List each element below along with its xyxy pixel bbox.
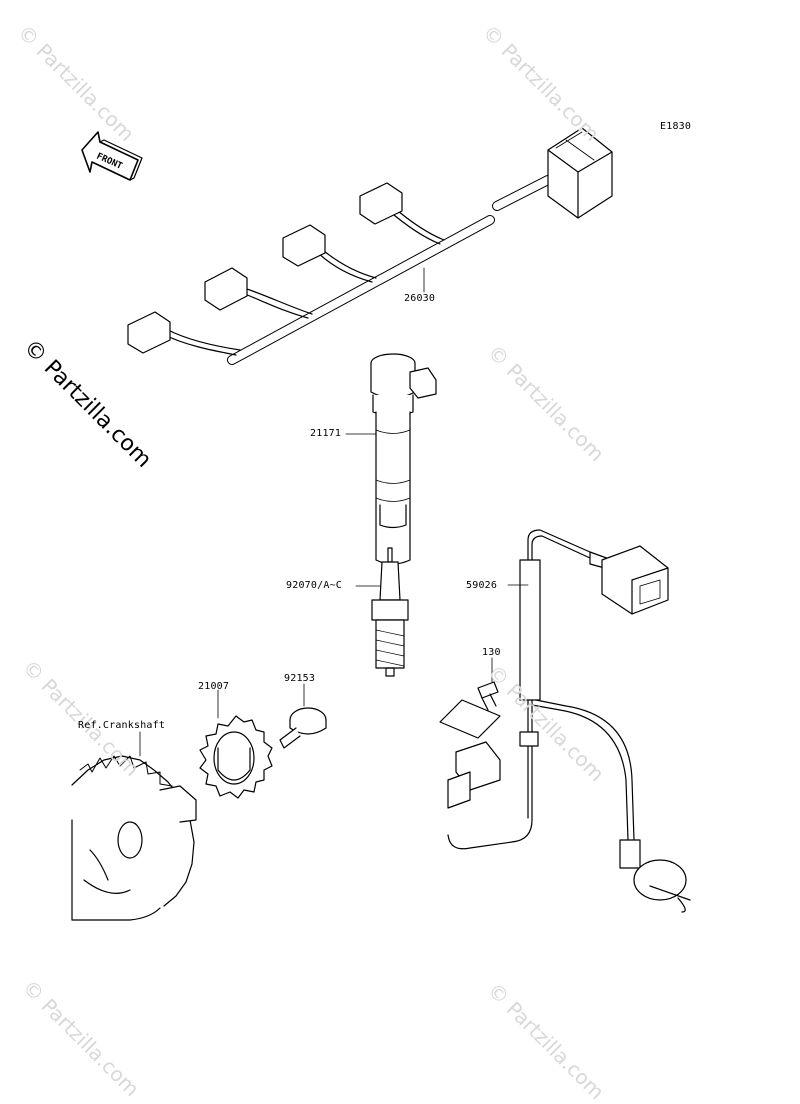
part-label-21171[interactable]: 21171 <box>310 428 342 439</box>
timing-rotor-21007 <box>199 715 273 799</box>
bolt-92153 <box>279 707 327 749</box>
front-arrow-icon <box>81 131 143 181</box>
diagram-code: E1830 <box>660 121 692 132</box>
reference-label: Ref.Crankshaft <box>78 720 166 731</box>
ignition-coil-21171 <box>370 353 437 565</box>
part-label-92070[interactable]: 92070/A~C <box>286 580 342 591</box>
wiring-harness-26030 <box>127 127 613 365</box>
crankshaft-reference <box>71 755 197 921</box>
sensor-harness-59026 <box>439 529 691 913</box>
part-label-59026[interactable]: 59026 <box>466 580 498 591</box>
part-label-92153[interactable]: 92153 <box>284 673 316 684</box>
parts-diagram: FRONT <box>71 127 691 921</box>
part-label-26030[interactable]: 26030 <box>404 293 436 304</box>
part-label-130[interactable]: 130 <box>482 647 501 658</box>
spark-plug-92070 <box>371 547 409 677</box>
part-label-21007[interactable]: 21007 <box>198 681 230 692</box>
bolt-130 <box>477 681 499 711</box>
